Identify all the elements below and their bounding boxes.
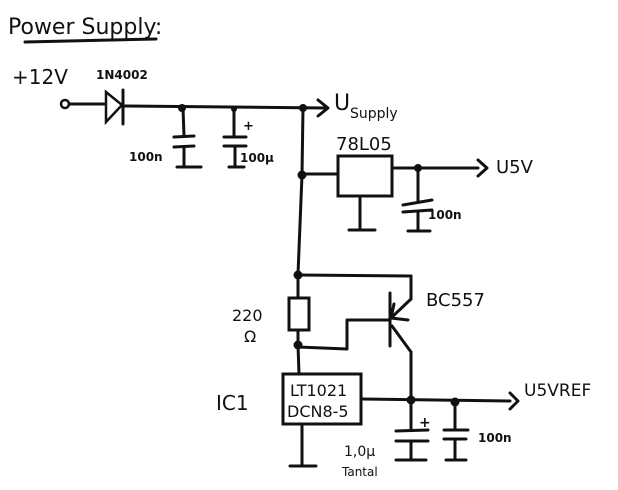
arrow-u5v-icon: [476, 158, 489, 178]
cap-5v-label: 100n: [428, 208, 462, 222]
wire: [296, 343, 301, 376]
input-label: +12V: [12, 65, 68, 89]
cap-100n-label: 100n: [129, 150, 163, 164]
regulator-78l05: [336, 154, 394, 198]
title-underline: [23, 37, 158, 44]
resistor-220: [287, 296, 311, 332]
ic1-line2: DCN8-5: [287, 402, 349, 421]
net-u5vref: U5VREF: [524, 381, 591, 401]
tantal-type: Tantal: [341, 465, 378, 479]
wire-u5vref: [359, 397, 512, 403]
title: Power Supply:: [8, 15, 162, 40]
ic1-line1: LT1021: [290, 381, 347, 400]
transistor-emitter: [389, 297, 413, 320]
wire-base: [296, 318, 392, 351]
cap-ref-100n-label: 100n: [478, 431, 512, 445]
arrow-usupply-icon: [316, 98, 330, 118]
transistor-label: BC557: [426, 290, 485, 311]
cap-plate: [401, 198, 434, 207]
tantal-value: 1,0µ: [344, 444, 375, 460]
diode-icon: [104, 89, 124, 126]
ic1-ref: IC1: [216, 391, 249, 415]
wire: [300, 106, 305, 177]
wire: [296, 173, 304, 276]
tantal-polarity: +: [419, 415, 431, 431]
wire-top-rail: [121, 104, 328, 110]
transistor-arrow-icon: [389, 302, 410, 322]
cap-plate: [172, 134, 196, 139]
net-usupply-sub: Supply: [350, 106, 398, 122]
resistor-unit: Ω: [244, 327, 256, 346]
cap-100u-label: 100µ: [240, 151, 274, 165]
net-u5v: U5V: [496, 157, 534, 178]
wire: [296, 273, 413, 278]
ic1-lt1021: [281, 372, 363, 426]
cap-100u-polarity: +: [243, 119, 254, 134]
wire: [181, 106, 186, 138]
transistor-collector: [390, 324, 413, 354]
regulator-label: 78L05: [336, 134, 392, 155]
net-usupply: U: [334, 91, 350, 116]
resistor-value: 220: [232, 306, 263, 325]
diode-label: 1N4002: [96, 68, 148, 82]
arrow-u5vref-icon: [508, 391, 520, 411]
cap-plate: [394, 428, 430, 433]
